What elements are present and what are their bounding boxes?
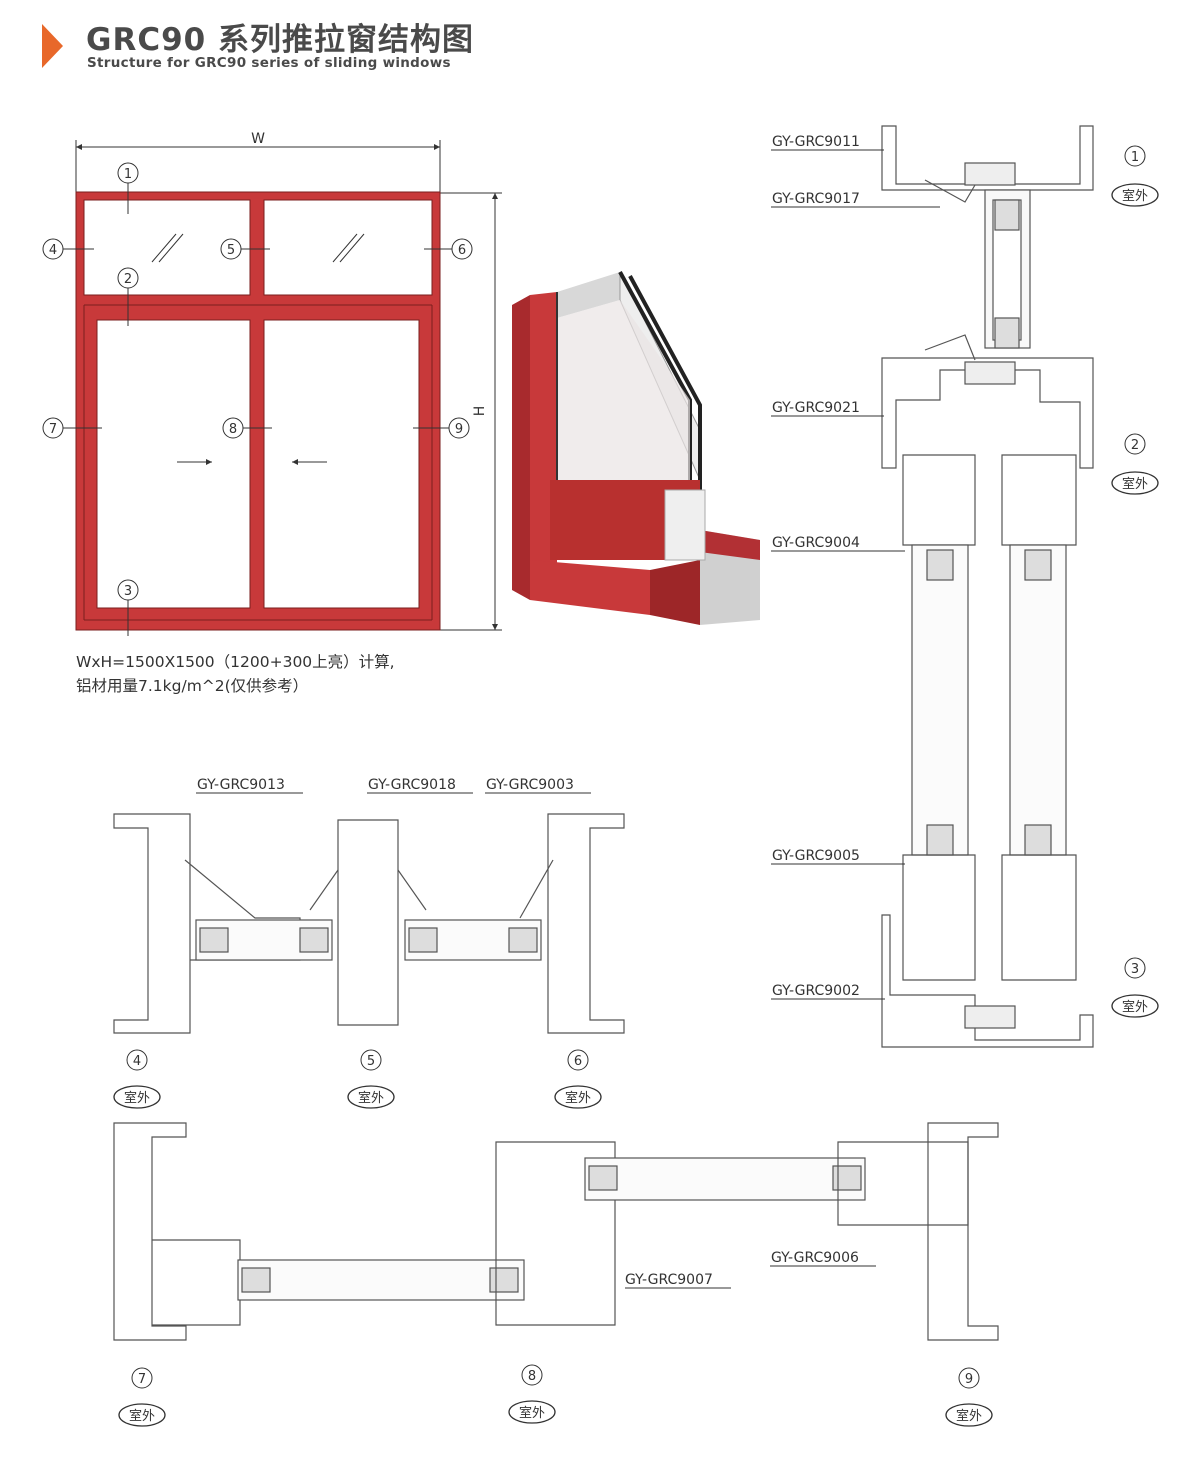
part-code-grc9004: GY-GRC9004 [772,535,860,551]
marker-9-label: 9 [455,422,463,437]
section-5-number: 5 [367,1054,375,1069]
spec-note-line-1: WxH=1500X1500（1200+300上亮）计算, [76,653,395,671]
marker-6 [451,238,473,260]
horizontal-section-lower [113,1122,999,1341]
spec-note-line-2: 铝材用量7.1kg/m^2(仅供参考） [76,677,309,695]
marker-1-label: 1 [124,167,132,182]
header-accent-arrow-icon [42,24,63,68]
material-usage-note: WxH=1500X1500（1200+300上亮）计算, 铝材用量7.1kg/m… [76,650,395,698]
marker-2-label: 2 [124,272,132,287]
part-code-grc9013: GY-GRC9013 [197,777,285,793]
section-number-circles [126,145,1146,1389]
marker-6-label: 6 [458,243,466,258]
part-code-grc9021: GY-GRC9021 [772,400,860,416]
section-7-number: 7 [138,1372,146,1387]
vertical-section-leaders [771,149,940,1000]
width-label: W [251,131,265,147]
marker-8 [222,417,244,439]
marker-8-label: 8 [229,422,237,437]
part-code-grc9005: GY-GRC9005 [772,848,860,864]
marker-1 [117,162,139,184]
part-code-grc9011: GY-GRC9011 [772,134,860,150]
profile-corner-render [512,271,760,625]
section-2-number: 2 [1131,438,1139,453]
marker-7-label: 7 [49,422,57,437]
window-frame [75,191,441,631]
outside-badge: 室外 [358,1090,384,1106]
width-dimension: W [75,131,441,192]
lower-section-leaders [625,1265,876,1289]
section-3-number: 3 [1131,962,1139,977]
horizontal-section-upper [113,813,625,1034]
outside-badge: 室外 [1122,188,1148,204]
page-title: GRC90 系列推拉窗结构图 [86,22,474,58]
part-code-grc9017: GY-GRC9017 [772,191,860,207]
section-9-number: 9 [965,1372,973,1387]
part-code-grc9018: GY-GRC9018 [368,777,456,793]
outside-badge: 室外 [1122,476,1148,492]
outside-badge: 室外 [956,1408,982,1424]
marker-3 [117,579,139,601]
outside-badge: 室外 [565,1090,591,1106]
part-code-grc9006: GY-GRC9006 [771,1250,859,1266]
marker-4-label: 4 [49,243,57,258]
outside-badge-ovals [113,183,1159,1427]
marker-5 [220,238,242,260]
outside-badge: 室外 [129,1408,155,1424]
height-label: H [472,406,488,417]
section-8-number: 8 [528,1369,536,1384]
glass-hatch-marks [151,233,365,263]
marker-3-label: 3 [124,584,132,599]
part-code-grc9002: GY-GRC9002 [772,983,860,999]
height-dimension: H [440,192,502,631]
marker-9 [448,417,470,439]
marker-4 [42,238,64,260]
marker-7 [42,417,64,439]
section-6-number: 6 [574,1054,582,1069]
vertical-section-drawing [881,125,1094,1048]
marker-2 [117,267,139,289]
marker-5-label: 5 [227,243,235,258]
section-4-number: 4 [133,1054,141,1069]
part-code-grc9007: GY-GRC9007 [625,1272,713,1288]
page-subtitle: Structure for GRC90 series of sliding wi… [87,55,451,71]
outside-badge: 室外 [519,1405,545,1421]
section-1-number: 1 [1131,150,1139,165]
part-code-grc9003: GY-GRC9003 [486,777,574,793]
marker-leaders [63,183,452,636]
outside-badge: 室外 [124,1090,150,1106]
outside-badge: 室外 [1122,999,1148,1015]
